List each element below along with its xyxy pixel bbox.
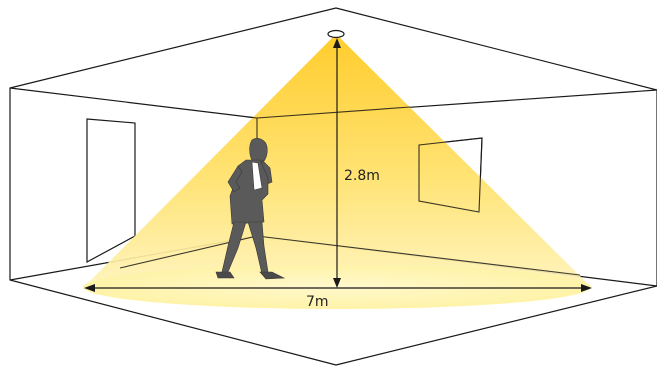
height-dimension (333, 38, 341, 288)
ceiling-sensor-icon (327, 29, 345, 39)
width-dimension (84, 284, 592, 292)
door (86, 118, 136, 264)
height-label: 2.8m (344, 168, 380, 184)
height-arrow-head-bottom (333, 278, 341, 288)
person-silhouette-icon (215, 138, 286, 280)
width-arrow-head-left (84, 284, 95, 292)
width-label: 7m (306, 294, 329, 310)
width-arrow-head-right (581, 284, 592, 292)
height-arrow-head-top (333, 38, 341, 48)
wall-picture-frame-overlay (418, 137, 483, 213)
